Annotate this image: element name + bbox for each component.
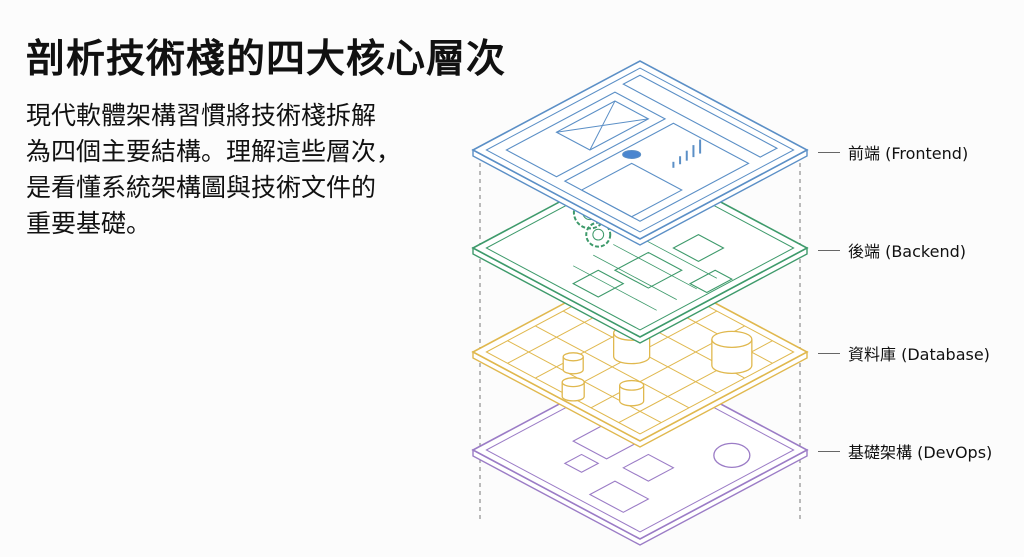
database-cylinder bbox=[562, 356, 584, 375]
circuit-line bbox=[573, 265, 657, 311]
database-cylinder bbox=[711, 339, 753, 374]
description-line: 是看懂系統架構圖與技術文件的 bbox=[26, 173, 377, 202]
label-connector bbox=[818, 152, 840, 153]
image-cross bbox=[589, 100, 616, 151]
card-widget bbox=[580, 162, 683, 218]
sidebar-panel bbox=[505, 91, 667, 178]
circuit-line bbox=[613, 244, 697, 290]
layer-label-database: 資料庫 (Database) bbox=[848, 345, 990, 364]
description-line: 現代軟體架構習慣將技術棧拆解 bbox=[26, 101, 377, 130]
layer-frontend bbox=[471, 60, 809, 246]
layer-devops bbox=[471, 360, 809, 546]
api-module bbox=[672, 234, 725, 262]
label-connector bbox=[818, 250, 840, 251]
layer-plane bbox=[471, 60, 809, 240]
layer-label-devops: 基礎架構 (DevOps) bbox=[848, 443, 993, 462]
toggle-switch bbox=[622, 149, 642, 159]
layer-backend bbox=[471, 158, 809, 344]
description-line: 重要基礎。 bbox=[26, 209, 152, 238]
description: 現代軟體架構習慣將技術棧拆解 為四個主要結構。理解這些層次， 是看懂系統架構圖與… bbox=[26, 98, 446, 242]
code-module bbox=[688, 269, 734, 294]
router-module bbox=[613, 251, 683, 289]
description-line: 為四個主要結構。理解這些層次， bbox=[26, 137, 402, 166]
database-cylinder-top bbox=[562, 352, 584, 362]
page-title: 剖析技術棧的四大核心層次 bbox=[26, 37, 507, 82]
label-connector bbox=[818, 353, 840, 354]
label-connector bbox=[818, 451, 840, 452]
database-cylinder bbox=[561, 382, 585, 402]
layer-label-frontend: 前端 (Frontend) bbox=[848, 144, 969, 163]
gear-hole bbox=[592, 228, 605, 241]
database-cylinder-top bbox=[561, 377, 585, 388]
cloud-icon bbox=[713, 442, 751, 469]
layer-inner-border bbox=[485, 67, 795, 233]
circuit-line bbox=[593, 254, 677, 300]
network-switch bbox=[622, 453, 675, 482]
browser-header-bar bbox=[622, 74, 779, 158]
database-cylinder-top bbox=[711, 330, 753, 349]
storage-box bbox=[563, 453, 600, 473]
database-cylinder-top bbox=[619, 379, 645, 391]
layer-label-backend: 後端 (Backend) bbox=[848, 242, 966, 261]
database-cylinder bbox=[619, 385, 645, 407]
docker-host bbox=[588, 480, 650, 513]
